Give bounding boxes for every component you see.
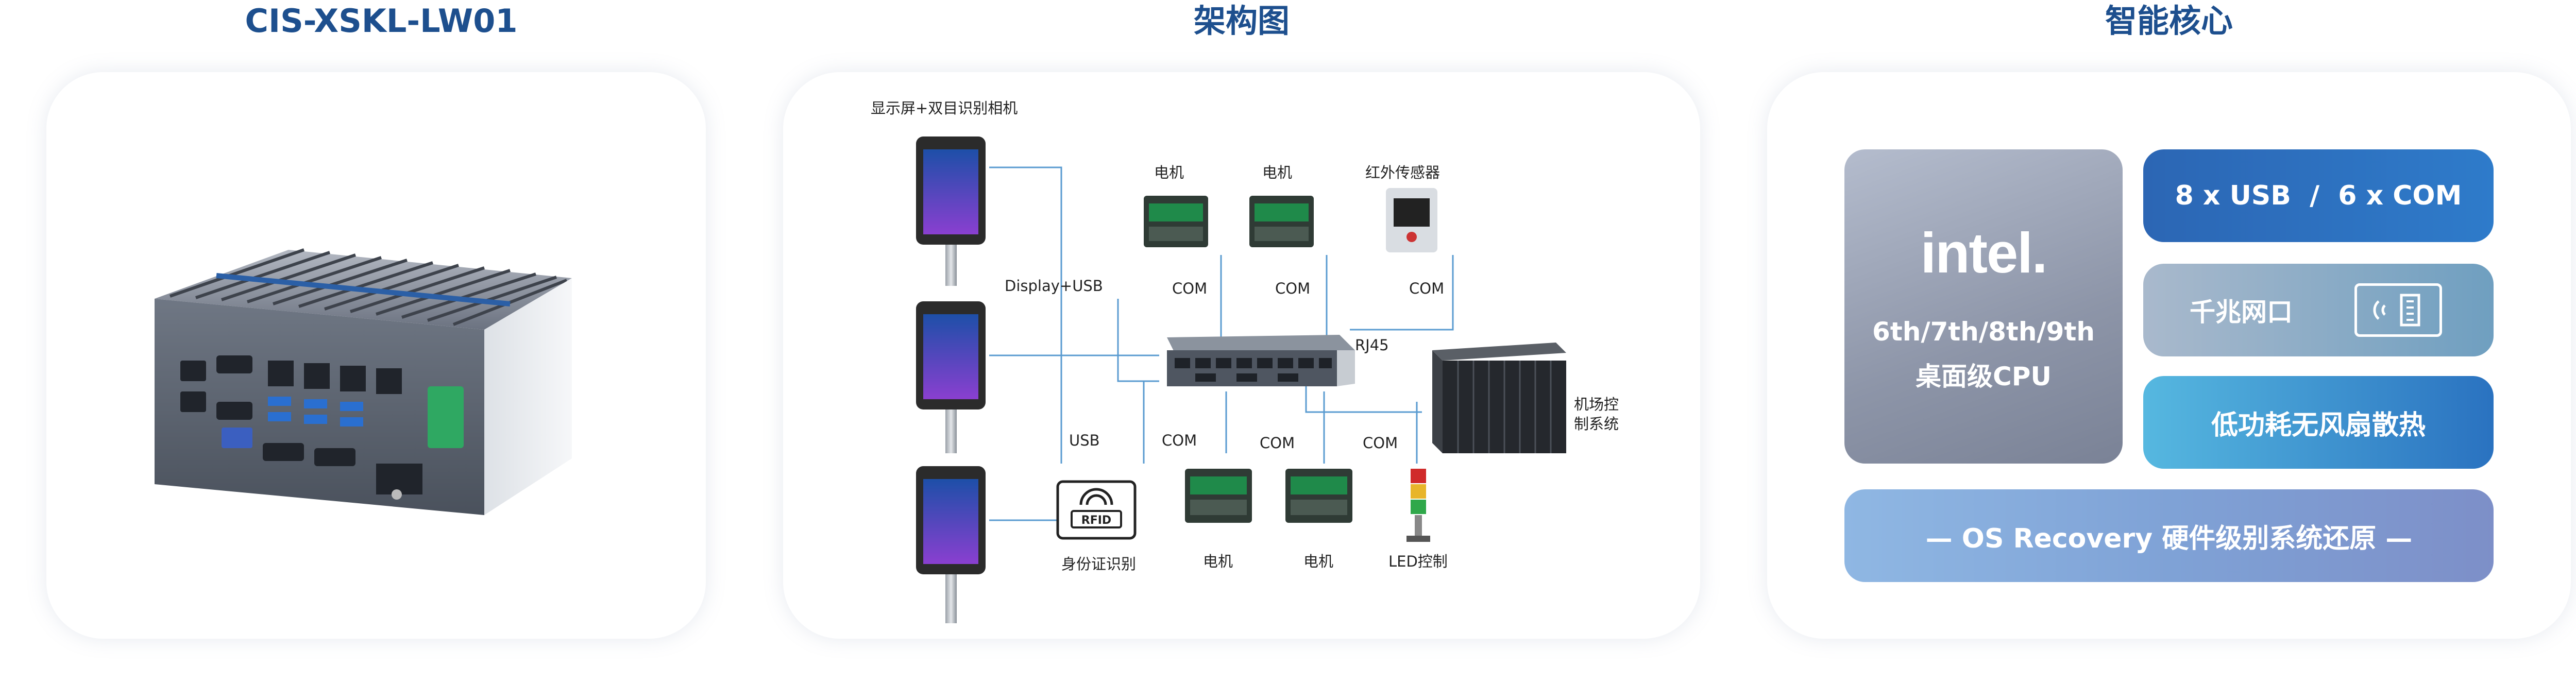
motor-bot-1-label: 电机: [1203, 553, 1233, 570]
usb-label: USB: [1069, 432, 1100, 449]
lan-label: 千兆网口: [2190, 297, 2293, 327]
rfid-text: RFID: [1081, 514, 1111, 527]
connection-lines: [989, 166, 1454, 521]
server-label-line1: 机场控: [1574, 396, 1619, 413]
architecture-title: 架构图: [1193, 2, 1290, 40]
intel-logo: intel.: [1920, 221, 2048, 285]
industrial-pc: [1167, 335, 1355, 386]
com-top-1: COM: [1172, 280, 1207, 297]
cpu-generation: 6th/7th/8th/9th: [1872, 316, 2095, 347]
motor-bot-2-label: 电机: [1303, 553, 1333, 570]
fanless-tile: 低功耗无风扇散热: [2143, 376, 2494, 469]
motor-top-1-label: 电机: [1154, 164, 1184, 181]
rfid-reader: RFID: [1056, 480, 1137, 540]
server-rack: [1432, 343, 1566, 453]
rj45-label: RJ45: [1355, 336, 1389, 354]
com-bot-1: COM: [1162, 432, 1197, 449]
motor-top-1: [1144, 196, 1208, 247]
led-label: LED控制: [1388, 553, 1448, 570]
com-bot-2: COM: [1260, 434, 1295, 452]
recovery-tile: — OS Recovery 硬件级别系统还原 —: [1844, 489, 2494, 582]
led-tower: [1406, 469, 1430, 542]
product-card: [46, 72, 706, 639]
core-title: 智能核心: [2105, 2, 2233, 40]
motor-top-2: [1249, 196, 1314, 247]
cpu-type: 桌面级CPU: [1916, 361, 2052, 391]
camera-kiosk-top: [916, 136, 986, 286]
cpu-tile: intel. 6th/7th/8th/9th 桌面级CPU: [1844, 149, 2123, 464]
camera-kiosk-middle: [916, 301, 986, 453]
infrared-label: 红外传感器: [1365, 164, 1440, 181]
server-label-line2: 制系统: [1574, 415, 1619, 433]
com-top-2: COM: [1275, 280, 1310, 297]
product-title: CIS-XSKL-LW01: [245, 2, 518, 40]
infrared-sensor: [1386, 188, 1437, 252]
architecture-diagram: 显示屏+双目识别相机 Display+USB 电机 电机: [871, 99, 1619, 623]
com-top-3: COM: [1409, 280, 1444, 297]
ports-tile: 8 x USB / 6 x COM: [2143, 149, 2494, 242]
motor-bot-2: [1285, 469, 1352, 523]
industrial-pc-image: [155, 248, 572, 515]
motor-bot-1: [1185, 469, 1252, 523]
display-usb-label: Display+USB: [1005, 277, 1103, 295]
com-bot-3: COM: [1363, 434, 1398, 452]
core-card: intel. 6th/7th/8th/9th 桌面级CPU 8 x USB / …: [1767, 72, 2571, 639]
architecture-card: 显示屏+双目识别相机 Display+USB 电机 电机: [783, 72, 1700, 639]
motor-top-2-label: 电机: [1262, 164, 1292, 181]
lan-tile: 千兆网口: [2143, 264, 2494, 356]
camera-label: 显示屏+双目识别相机: [871, 99, 1018, 117]
id-card-label: 身份证识别: [1061, 555, 1136, 573]
camera-kiosk-bottom: [916, 466, 986, 623]
ethernet-port-icon: [2354, 283, 2442, 337]
